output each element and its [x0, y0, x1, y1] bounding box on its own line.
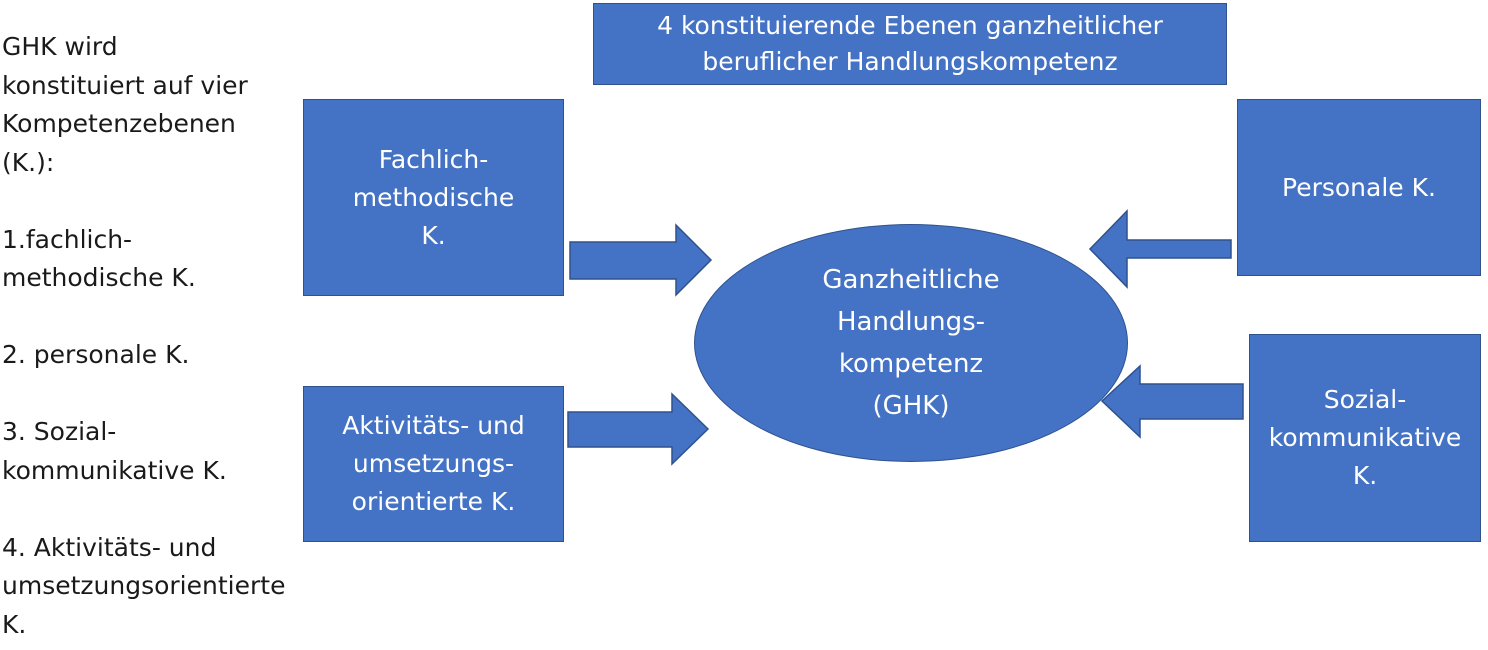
title-box: 4 konstituierende Ebenen ganzheitlicher … — [593, 3, 1227, 85]
center-line: kompetenz — [838, 349, 984, 379]
box-sozial-line: kommunikative — [1268, 423, 1462, 452]
side-intro-line: konstituiert auf vier — [2, 70, 248, 100]
box-aktiv-line: Aktivitäts- und — [342, 411, 525, 440]
arrow-right-bottom — [567, 392, 710, 466]
center-line: (GHK) — [872, 391, 950, 421]
box-sozial-line: K. — [1352, 461, 1378, 490]
box-aktivitaets-orientiert: Aktivitäts- und umsetzungs- orientierte … — [303, 386, 564, 542]
box-sozial-kommunikativ: Sozial- kommunikative K. — [1249, 334, 1481, 542]
box-fachlich-line: K. — [421, 220, 446, 250]
box-fachlich-line: Fachlich- — [378, 144, 489, 174]
side-item1-line: 1.fachlich- — [2, 224, 133, 254]
center-line: Ganzheitliche — [822, 265, 1000, 295]
side-item3-line: 3. Sozial- — [2, 417, 117, 446]
side-description: GHK wird konstituiert auf vier Kompetenz… — [2, 28, 302, 644]
side-item1-line: methodische K. — [2, 263, 196, 292]
side-item4-line: umsetzungsorientierte — [2, 571, 286, 600]
side-intro-line: (K.): — [2, 147, 55, 177]
side-item4-line: K. — [2, 609, 27, 639]
side-item4-line: 4. Aktivitäts- und — [2, 532, 217, 562]
box-fachlich-line: methodische — [352, 182, 515, 212]
title-line: 4 konstituierende Ebenen ganzheitlicher — [657, 11, 1163, 40]
box-personale: Personale K. — [1237, 99, 1481, 276]
arrow-right-top — [569, 223, 713, 297]
center-line: Handlungs- — [836, 307, 986, 337]
side-intro-line: GHK wird — [2, 32, 118, 61]
box-aktiv-line: orientierte K. — [351, 487, 516, 516]
box-personal-line: Personale K. — [1282, 172, 1436, 202]
side-item3-line: kommunikative K. — [2, 455, 227, 485]
title-line: beruflicher Handlungskompetenz — [702, 47, 1118, 76]
center-ellipse: Ganzheitliche Handlungs- kompetenz (GHK) — [694, 224, 1128, 462]
side-item2-line: 2. personale K. — [2, 340, 190, 369]
box-sozial-line: Sozial- — [1323, 385, 1407, 414]
box-fachlich-methodisch: Fachlich- methodische K. — [303, 99, 564, 296]
arrow-left-bottom — [1100, 364, 1244, 439]
arrow-left-top — [1088, 209, 1232, 289]
side-intro-line: Kompetenzebenen — [2, 109, 236, 138]
box-aktiv-line: umsetzungs- — [352, 449, 515, 478]
